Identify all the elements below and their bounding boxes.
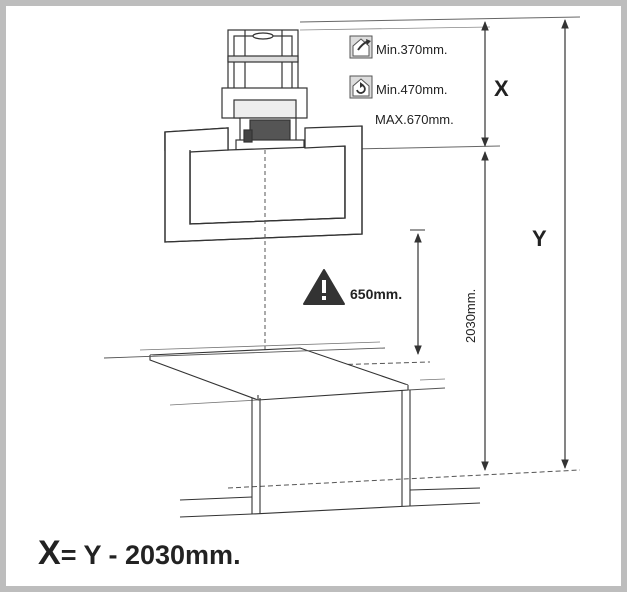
duct-out-icon bbox=[349, 35, 373, 59]
max-label: MAX.670mm. bbox=[375, 112, 454, 127]
warning-icon bbox=[303, 269, 345, 305]
hood-frame bbox=[164, 125, 363, 243]
height-label: 2030mm. bbox=[463, 288, 478, 343]
countertop bbox=[103, 341, 446, 406]
min-duct-label: Min.370mm. bbox=[376, 42, 448, 57]
floor-line bbox=[227, 469, 581, 489]
recirculation-icon bbox=[349, 75, 373, 99]
x-label: X bbox=[494, 76, 509, 101]
formula-rest: = Y - 2030mm. bbox=[60, 540, 241, 570]
cabinet bbox=[179, 390, 481, 518]
formula-x: X bbox=[38, 534, 61, 572]
chimney bbox=[221, 29, 308, 155]
min-recirc-label: Min.470mm. bbox=[376, 82, 448, 97]
formula: X= Y - 2030mm. bbox=[38, 534, 241, 573]
ceiling-line bbox=[299, 16, 581, 23]
y-label: Y bbox=[532, 226, 547, 251]
clearance-label: 650mm. bbox=[350, 286, 403, 302]
